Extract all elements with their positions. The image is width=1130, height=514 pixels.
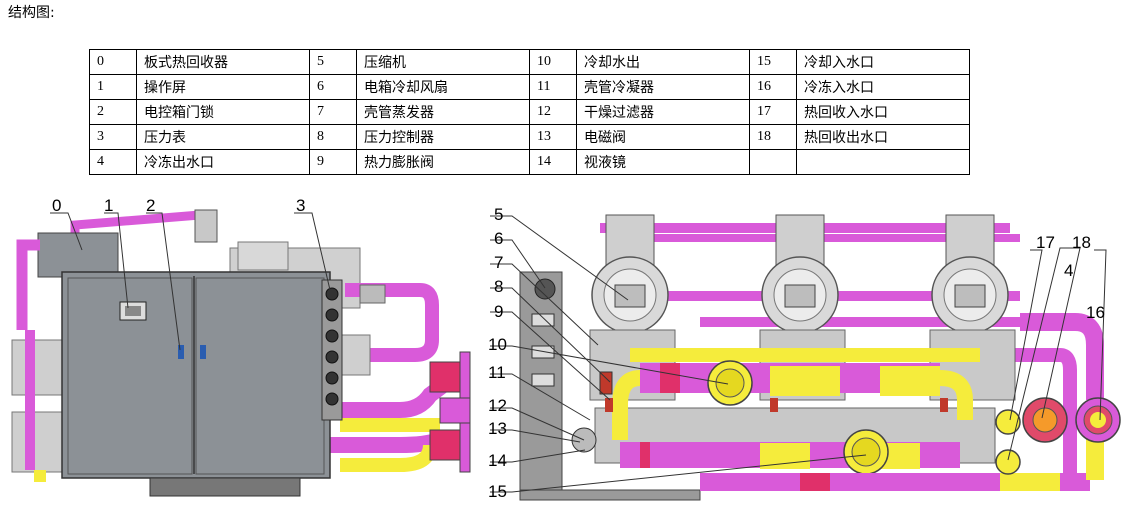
callout-15: 15 (488, 482, 507, 501)
callout-18: 18 (1072, 233, 1091, 252)
legend-number: 12 (529, 99, 577, 125)
callout-14: 14 (488, 451, 507, 470)
legend-part-name: 操作屏 (136, 74, 310, 100)
callout-0: 0 (52, 196, 61, 215)
callout-9: 9 (494, 302, 503, 321)
cabinet-door-lock (178, 345, 184, 359)
callout-1: 1 (104, 196, 113, 215)
legend-part-name (796, 149, 970, 175)
legend-part-name: 冷冻入水口 (796, 74, 970, 100)
callout-2: 2 (146, 196, 155, 215)
callout-6: 6 (494, 229, 503, 248)
legend-number: 0 (89, 49, 137, 75)
callout-10: 10 (488, 335, 507, 354)
legend-number: 15 (749, 49, 797, 75)
callout-7: 7 (494, 253, 503, 272)
right-unit-view (519, 214, 1121, 501)
left-unit-view (11, 209, 471, 497)
legend-number: 18 (749, 124, 797, 150)
callout-3: 3 (296, 196, 305, 215)
callout-labels: 0 1 2 3 4 5 6 7 8 9 10 11 12 13 14 15 16… (52, 196, 1105, 501)
callout-lines (50, 212, 1107, 493)
legend-number: 4 (89, 149, 137, 175)
legend-number: 2 (89, 99, 137, 125)
cabinet-fan-icon (534, 278, 556, 300)
legend-part-name: 冷却入水口 (796, 49, 970, 75)
legend-part-name: 冷却水出 (576, 49, 750, 75)
pressure-gauges (325, 287, 339, 406)
callout-12: 12 (488, 396, 507, 415)
diagram-caption: 结构图: (8, 5, 55, 21)
legend-number: 11 (529, 74, 577, 100)
legend-number: 9 (309, 149, 357, 175)
legend-part-name: 热力膨胀阀 (356, 149, 530, 175)
legend-number: 8 (309, 124, 357, 150)
legend-part-name: 冷冻出水口 (136, 149, 310, 175)
callout-4: 4 (1064, 261, 1073, 280)
callout-8: 8 (494, 277, 503, 296)
callout-17: 17 (1036, 233, 1055, 252)
legend-number: 10 (529, 49, 577, 75)
legend-part-name: 干燥过滤器 (576, 99, 750, 125)
legend-part-name: 壳管冷凝器 (576, 74, 750, 100)
callout-5: 5 (494, 205, 503, 224)
callout-16: 16 (1086, 303, 1105, 322)
legend-part-name: 视液镜 (576, 149, 750, 175)
callout-13: 13 (488, 419, 507, 438)
legend-part-name: 电磁阀 (576, 124, 750, 150)
legend-number: 13 (529, 124, 577, 150)
legend-part-name: 板式热回收器 (136, 49, 310, 75)
callout-11: 11 (488, 363, 506, 382)
legend-number: 7 (309, 99, 357, 125)
legend-number: 16 (749, 74, 797, 100)
